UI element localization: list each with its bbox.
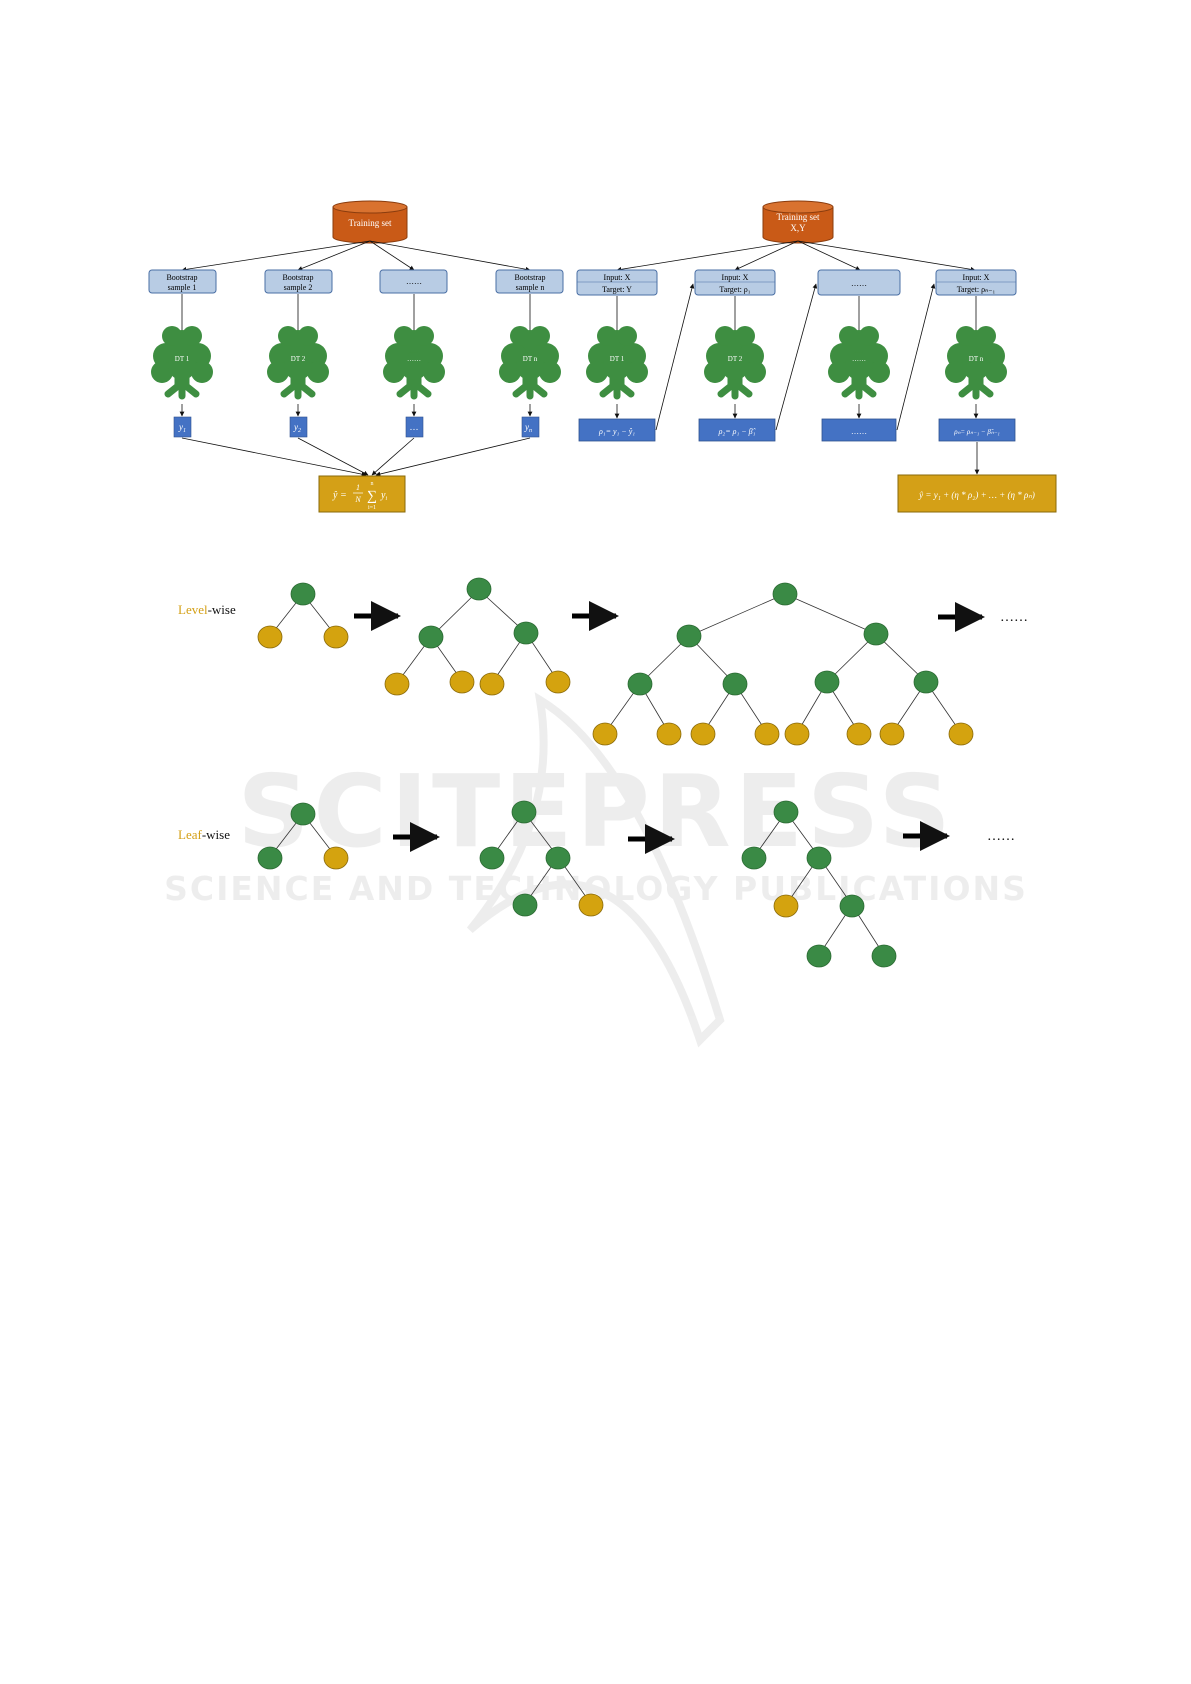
boosting-input-n: Input: X Target: ρₙ₋₁ — [935, 269, 1017, 296]
prediction-sub: 2 — [298, 428, 301, 434]
boosting-formula-text: ŷ = y₁ + (η * ρ₂) + … + (η * ρₙ) — [918, 490, 1035, 500]
leaf-label-rest: -wise — [202, 827, 230, 842]
tree-label: DT n — [969, 355, 984, 363]
formula-lower: i=1 — [368, 505, 376, 511]
level-tree-2 — [384, 577, 571, 696]
prediction-box-ellipsis: … — [405, 416, 424, 438]
tree-label: DT n — [523, 355, 538, 363]
residual-box-1: ρ₁= y₁ − ŷ₁ — [578, 418, 656, 442]
sample-line1: Bootstrap — [282, 273, 313, 282]
prediction-box-2: y2 — [289, 416, 308, 438]
sample-line2: sample n — [516, 283, 545, 292]
boosting-training-set-line2: X,Y — [790, 223, 806, 233]
formula-den: N — [354, 495, 361, 504]
input-line2: Target: ρ₁ — [719, 285, 750, 294]
bootstrap-sample-n: Bootstrap sample n — [495, 269, 564, 294]
input-line2: Target: ρₙ₋₁ — [957, 285, 996, 294]
formula-term: y — [380, 490, 386, 501]
bagging-training-set: Training set — [332, 200, 408, 244]
residual-label: ρₙ= ρₙ₋₁ − β̂ₙ₋₁ — [953, 428, 1000, 436]
boosting-input-ellipsis: …… — [817, 269, 901, 296]
bootstrap-sample-2: Bootstrap sample 2 — [264, 269, 333, 294]
residual-box-ellipsis: …… — [821, 418, 897, 442]
residual-label: …… — [851, 427, 867, 436]
svg-text:yi: yi — [380, 490, 387, 502]
residual-label: ρ₁= y₁ − ŷ₁ — [598, 427, 635, 436]
leaf-tree-2 — [479, 800, 604, 917]
tree-label: DT 1 — [175, 355, 190, 363]
prediction-box-1: y1 — [173, 416, 192, 438]
watermark-brand: SCITEPRESS — [237, 753, 954, 870]
watermark: SCITEPRESS SCIENCE AND TECHNOLOGY PUBLIC… — [164, 692, 1026, 1048]
prediction-box-n: yn — [521, 416, 540, 438]
prediction-var: y — [524, 422, 529, 432]
input-line2: Target: Y — [602, 285, 632, 294]
prediction-sub: 1 — [183, 428, 186, 434]
bootstrap-sample-1: Bootstrap sample 1 — [148, 269, 217, 294]
formula-num: 1 — [356, 483, 360, 492]
leaf-label-colored: Leaf — [178, 827, 202, 842]
bagging-diagram: Training set Bootstrap sample 1 Bootstra… — [148, 200, 564, 513]
leaf-tree-1 — [257, 802, 349, 870]
boosting-input-2: Input: X Target: ρ₁ — [694, 269, 776, 296]
level-ellipsis: …… — [1000, 610, 1028, 625]
level-tree-1 — [257, 582, 349, 649]
level-wise-label: Level-wise — [178, 602, 236, 617]
level-label-rest: -wise — [208, 602, 236, 617]
prediction-sub: n — [529, 428, 532, 434]
level-label-colored: Level — [178, 602, 208, 617]
sample-line1: Bootstrap — [166, 273, 197, 282]
tree-label: DT 2 — [728, 355, 743, 363]
input-line1: Input: X — [722, 273, 749, 282]
residual-box-n: ρₙ= ρₙ₋₁ − β̂ₙ₋₁ — [938, 418, 1016, 442]
sample-line1: Bootstrap — [514, 273, 545, 282]
tree-label: …… — [407, 355, 421, 363]
leaf-wise-label: Leaf-wise — [178, 827, 230, 842]
level-tree-3 — [592, 582, 974, 746]
prediction-var: … — [410, 422, 419, 432]
prediction-var: y — [178, 422, 183, 432]
leaf-ellipsis: …… — [987, 829, 1015, 844]
residual-label: ρ₂= ρ₁ − β̂₁ — [718, 427, 756, 436]
sample-line2: sample 1 — [168, 283, 197, 292]
prediction-var: y — [293, 422, 298, 432]
boosting-training-set-line1: Training set — [777, 212, 820, 222]
residual-box-2: ρ₂= ρ₁ − β̂₁ — [698, 418, 776, 442]
tree-label: DT 1 — [610, 355, 625, 363]
sample-line1: …… — [406, 277, 422, 286]
svg-text:yn: yn — [524, 422, 532, 434]
formula-sigma: ∑ — [367, 489, 377, 504]
leaf-tree-3 — [741, 800, 897, 968]
formula-upper: n — [371, 481, 374, 487]
sample-line2: sample 2 — [284, 283, 313, 292]
boosting-aggregate-formula: ŷ = y₁ + (η * ρ₂) + … + (η * ρₙ) — [897, 474, 1057, 513]
tree-label: …… — [852, 355, 866, 363]
input-line1: Input: X — [604, 273, 631, 282]
input-line1: …… — [851, 279, 867, 288]
boosting-diagram: Training set X,Y Input: X Target: Y Inpu… — [576, 200, 1057, 513]
svg-text:y1: y1 — [178, 422, 186, 434]
boosting-training-set: Training set X,Y — [762, 200, 834, 244]
boosting-input-1: Input: X Target: Y — [576, 269, 658, 296]
leaf-wise-section: Leaf-wise — [178, 800, 1015, 968]
bagging-training-set-label: Training set — [349, 218, 392, 228]
formula-lhs: ŷ = — [332, 490, 347, 501]
formula-term-sub: i — [385, 496, 387, 502]
svg-text:y2: y2 — [293, 422, 301, 434]
level-wise-section: Level-wise — [178, 577, 1028, 746]
input-line1: Input: X — [963, 273, 990, 282]
watermark-swoosh — [466, 692, 725, 1048]
bagging-aggregate-formula: ŷ = 1 N ∑ n i=1 yi — [318, 475, 406, 513]
bootstrap-sample-ellipsis: …… — [379, 269, 448, 294]
tree-label: DT 2 — [291, 355, 306, 363]
